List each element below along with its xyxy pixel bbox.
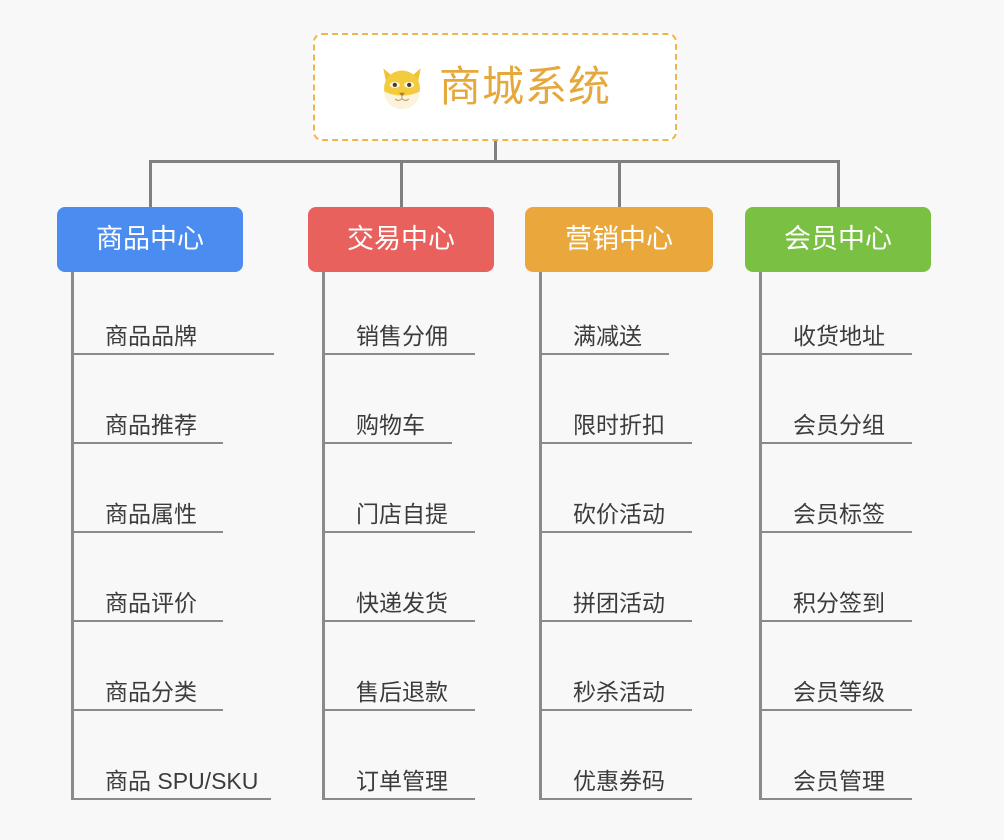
leaf-rule — [71, 620, 223, 622]
leaf-label: 售后退款 — [356, 679, 448, 705]
leaf-label: 砍价活动 — [573, 501, 665, 527]
leaf-label: 会员管理 — [793, 768, 885, 794]
leaf-label: 商品 SPU/SKU — [105, 768, 259, 794]
leaf-label: 会员标签 — [793, 501, 885, 527]
branch-header-label-3: 营销中心 — [565, 224, 673, 254]
branch-spine-3 — [539, 272, 542, 800]
branch-spine-1 — [71, 272, 74, 800]
leaf-rule — [322, 531, 475, 533]
branch-drop-connector-3 — [618, 160, 621, 208]
leaf-rule — [322, 709, 475, 711]
leaf-rule — [759, 709, 912, 711]
branch-spine-4 — [759, 272, 762, 800]
branch-drop-connector-2 — [400, 160, 403, 208]
root-node[interactable]: 商城系统 — [313, 33, 677, 141]
leaf-label: 快递发货 — [356, 590, 448, 616]
branch-drop-connector-1 — [149, 160, 152, 208]
leaf-label: 商品品牌 — [105, 323, 197, 349]
leaf-rule — [539, 709, 692, 711]
leaf-label: 订单管理 — [356, 768, 448, 794]
branch-header-3[interactable]: 营销中心 — [525, 207, 713, 272]
leaf-rule — [322, 620, 475, 622]
leaf-label: 商品属性 — [105, 501, 197, 527]
shiba-dog-face-icon — [383, 68, 421, 110]
leaf-label: 收货地址 — [793, 323, 885, 349]
branch-drop-connector-4 — [837, 160, 840, 208]
leaf-rule — [539, 531, 692, 533]
leaf-rule — [539, 620, 692, 622]
leaf-rule — [322, 442, 452, 444]
leaf-label: 商品分类 — [105, 679, 197, 705]
leaf-label: 会员等级 — [793, 679, 885, 705]
leaf-rule — [71, 531, 223, 533]
leaf-label: 商品推荐 — [105, 412, 197, 438]
leaf-label: 积分签到 — [793, 590, 885, 616]
leaf-rule — [759, 531, 912, 533]
branch-spine-2 — [322, 272, 325, 800]
leaf-label: 限时折扣 — [573, 412, 665, 438]
leaf-rule — [322, 353, 475, 355]
leaf-rule — [539, 442, 692, 444]
leaf-label: 优惠券码 — [573, 768, 665, 794]
leaf-label: 秒杀活动 — [573, 679, 665, 705]
leaf-label: 拼团活动 — [573, 590, 665, 616]
leaf-label: 门店自提 — [356, 501, 448, 527]
leaf-rule — [71, 709, 223, 711]
leaf-rule — [539, 353, 669, 355]
branch-header-2[interactable]: 交易中心 — [308, 207, 494, 272]
leaf-rule — [759, 442, 912, 444]
branch-header-1[interactable]: 商品中心 — [57, 207, 243, 272]
leaf-rule — [71, 798, 271, 800]
branch-header-label-1: 商品中心 — [96, 224, 204, 254]
leaf-label: 商品评价 — [105, 590, 197, 616]
bus-connector — [149, 160, 840, 163]
leaf-rule — [759, 353, 912, 355]
leaf-rule — [71, 353, 274, 355]
trunk-connector — [494, 141, 497, 163]
branch-header-label-2: 交易中心 — [347, 224, 455, 254]
leaf-label: 销售分佣 — [356, 323, 448, 349]
leaf-label: 会员分组 — [793, 412, 885, 438]
leaf-label: 购物车 — [356, 412, 425, 438]
leaf-rule — [322, 798, 475, 800]
leaf-rule — [539, 798, 692, 800]
leaf-label: 满减送 — [573, 323, 642, 349]
branch-header-label-4: 会员中心 — [784, 224, 892, 254]
root-title: 商城系统 — [438, 63, 611, 110]
branch-header-4[interactable]: 会员中心 — [745, 207, 931, 272]
leaf-rule — [71, 442, 223, 444]
leaf-rule — [759, 620, 912, 622]
leaf-rule — [759, 798, 912, 800]
